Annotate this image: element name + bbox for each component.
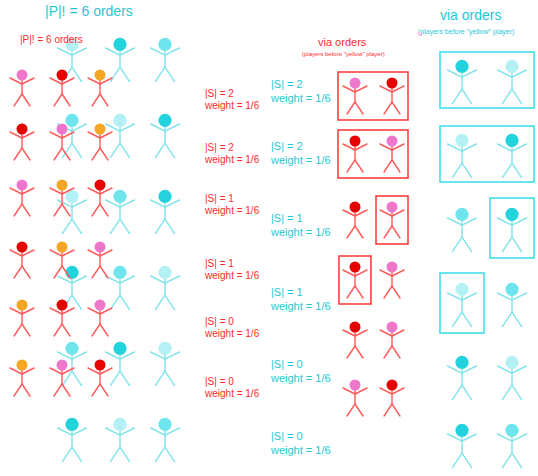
- cyan-player-figure: [448, 283, 477, 327]
- cyan-player-figure: [498, 283, 527, 327]
- subset-heading: via orders: [440, 8, 501, 23]
- subset-size: |S| = 2: [205, 88, 234, 99]
- order-count-heading: |P|! = 6 orders: [20, 34, 83, 45]
- coalition-box: [376, 196, 408, 244]
- red-player-figure: [10, 242, 34, 279]
- cyan-player-figure: [498, 134, 527, 178]
- red-player-figure: [380, 78, 404, 115]
- subset-size: |S| = 1: [271, 212, 303, 224]
- red-player-figure: [10, 300, 34, 337]
- subset-weight: weight = 1/6: [205, 328, 259, 339]
- subset-weight: weight = 1/6: [271, 300, 331, 312]
- red-player-figure: [50, 180, 74, 217]
- red-player-figure: [380, 322, 404, 359]
- coalition-box: [339, 256, 371, 304]
- cyan-player-figure: [106, 342, 135, 386]
- cyan-player-figure: [58, 114, 87, 158]
- cyan-player-figure: [151, 114, 180, 158]
- cyan-player-figure: [448, 60, 477, 104]
- subset-size: |S| = 0: [205, 316, 234, 327]
- cyan-player-figure: [498, 208, 527, 252]
- subset-weight: weight = 1/6: [271, 444, 331, 456]
- cyan-player-figure: [448, 134, 477, 178]
- subset-weight: weight = 1/6: [271, 226, 331, 238]
- cyan-player-figure: [151, 266, 180, 310]
- cyan-player-figure: [151, 418, 180, 462]
- red-player-figure: [343, 262, 367, 299]
- subset-size: |S| = 0: [271, 430, 303, 442]
- red-player-figure: [88, 300, 112, 337]
- red-player-figure: [50, 70, 74, 107]
- cyan-player-figure: [106, 38, 135, 82]
- red-player-figure: [380, 202, 404, 239]
- cyan-player-figure: [498, 424, 527, 468]
- red-player-figure: [50, 300, 74, 337]
- subset-size: |S| = 0: [205, 376, 234, 387]
- subset-size: |S| = 2: [271, 78, 303, 90]
- red-player-figure: [343, 136, 367, 173]
- subset-weight: weight = 1/6: [271, 92, 331, 104]
- red-player-figure: [50, 360, 74, 397]
- red-player-figure: [50, 242, 74, 279]
- order-count-heading: |P|! = 6 orders: [45, 4, 133, 19]
- cyan-player-figure: [151, 190, 180, 234]
- cyan-player-figure: [106, 190, 135, 234]
- subset-weight: weight = 1/6: [205, 154, 259, 165]
- cyan-player-figure: [448, 208, 477, 252]
- red-player-figure: [380, 380, 404, 417]
- red-player-figure: [10, 124, 34, 161]
- coalition-box: [440, 52, 534, 108]
- cyan-player-figure: [58, 190, 87, 234]
- red-player-figure: [343, 322, 367, 359]
- subset-size: |S| = 1: [205, 258, 234, 269]
- red-player-figure: [10, 70, 34, 107]
- cyan-player-figure: [106, 418, 135, 462]
- subset-size: |S| = 2: [205, 142, 234, 153]
- cyan-player-figure: [58, 418, 87, 462]
- subset-size: |S| = 0: [271, 358, 303, 370]
- red-player-figure: [88, 360, 112, 397]
- coalition-box: [338, 72, 408, 120]
- red-player-figure: [88, 180, 112, 217]
- coalition-box: [440, 273, 484, 333]
- subset-size: |S| = 1: [205, 193, 234, 204]
- coalition-box: [440, 126, 534, 182]
- red-player-figure: [343, 380, 367, 417]
- red-player-figure: [380, 136, 404, 173]
- cyan-player-figure: [498, 356, 527, 400]
- subset-weight: weight = 1/6: [271, 154, 331, 166]
- subset-weight: weight = 1/6: [205, 100, 259, 111]
- cyan-player-figure: [448, 356, 477, 400]
- red-player-figure: [343, 202, 367, 239]
- subset-weight: weight = 1/6: [205, 205, 259, 216]
- subset-weight: weight = 1/6: [271, 372, 331, 384]
- red-player-figure: [50, 124, 74, 161]
- coalition-box: [338, 130, 408, 178]
- subset-weight: weight = 1/6: [205, 388, 259, 399]
- cyan-player-figure: [498, 60, 527, 104]
- subset-size: |S| = 2: [271, 140, 303, 152]
- red-player-figure: [343, 78, 367, 115]
- red-player-figure: [10, 360, 34, 397]
- cyan-player-figure: [151, 342, 180, 386]
- red-player-figure: [380, 262, 404, 299]
- red-player-figure: [88, 70, 112, 107]
- subset-weight: weight = 1/6: [205, 270, 259, 281]
- coalition-box: [490, 198, 534, 258]
- cyan-player-figure: [106, 266, 135, 310]
- subset-note: (players before "yellow" player): [302, 51, 385, 58]
- red-player-figure: [88, 124, 112, 161]
- cyan-player-figure: [448, 424, 477, 468]
- red-player-figure: [10, 180, 34, 217]
- subset-heading: via orders: [318, 36, 366, 48]
- cyan-player-figure: [106, 114, 135, 158]
- subset-note: (players before "yellow" player): [418, 28, 514, 36]
- red-player-figure: [88, 242, 112, 279]
- cyan-player-figure: [151, 38, 180, 82]
- subset-size: |S| = 1: [271, 286, 303, 298]
